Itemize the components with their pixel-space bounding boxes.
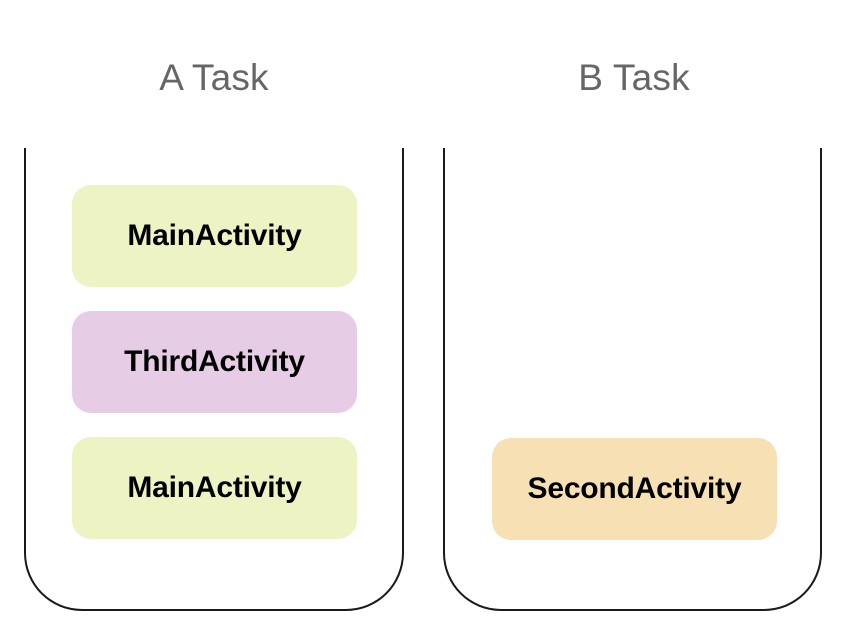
activity-card[interactable]: MainActivity — [72, 437, 357, 539]
activity-card-label: MainActivity — [127, 219, 302, 252]
activity-card[interactable]: MainActivity — [72, 185, 357, 287]
activity-card-label: MainActivity — [127, 471, 302, 504]
task-stack-b — [443, 148, 822, 611]
task-title-b: B Task — [578, 57, 690, 98]
task-title-a: A Task — [159, 57, 269, 98]
activity-card-label: ThirdActivity — [124, 345, 305, 378]
activity-card[interactable]: ThirdActivity — [72, 311, 357, 413]
activity-card[interactable]: SecondActivity — [492, 438, 777, 540]
task-stack-a — [24, 148, 404, 611]
activity-card-label: SecondActivity — [527, 472, 742, 505]
